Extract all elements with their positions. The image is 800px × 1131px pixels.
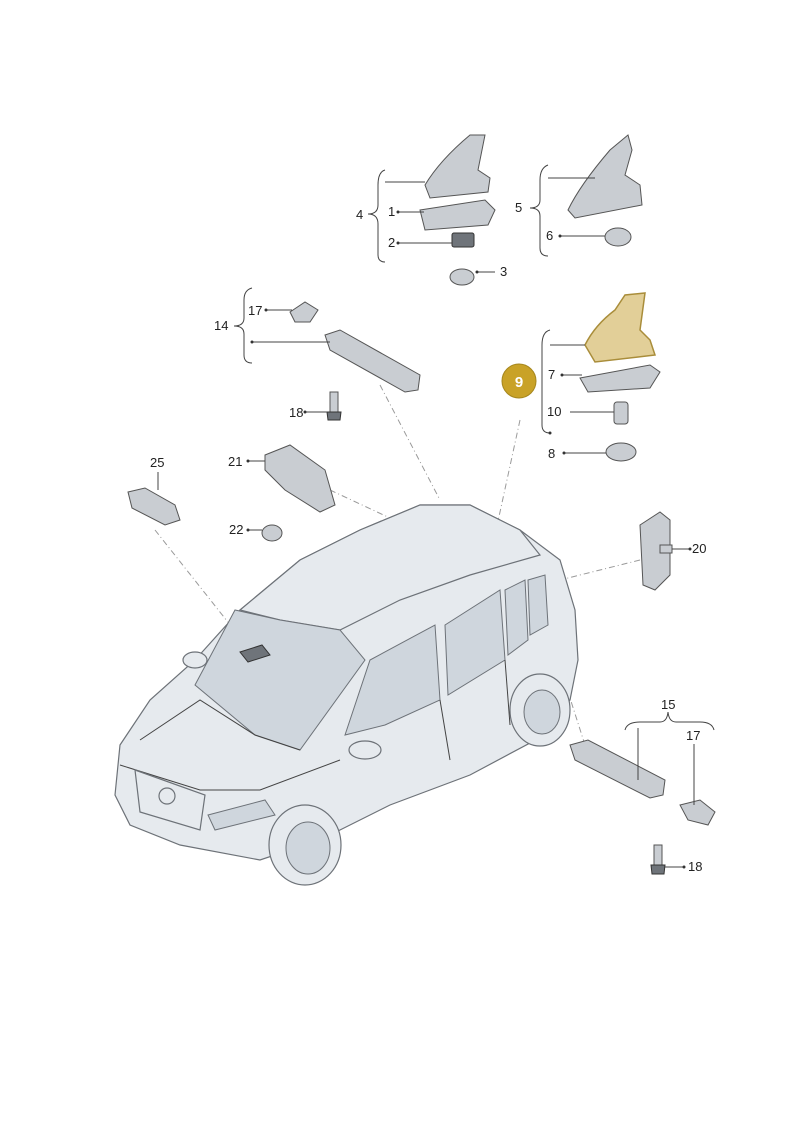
label-7: 7 bbox=[548, 367, 555, 382]
label-8: 8 bbox=[548, 446, 555, 461]
label-21: 21 bbox=[228, 454, 242, 469]
control-unit-21[interactable] bbox=[261, 444, 336, 542]
label-5: 5 bbox=[515, 200, 522, 215]
bracket-15 bbox=[624, 711, 715, 731]
label-6: 6 bbox=[546, 228, 553, 243]
label-17-upper: 17 bbox=[248, 303, 262, 318]
label-1: 1 bbox=[388, 204, 395, 219]
label-2: 2 bbox=[388, 235, 395, 250]
label-25: 25 bbox=[150, 455, 164, 470]
antenna-assembly-4[interactable] bbox=[419, 134, 496, 286]
label-18-lower: 18 bbox=[688, 859, 702, 874]
bracket-9 bbox=[541, 329, 551, 434]
label-17-lower: 17 bbox=[686, 728, 700, 743]
bracket-4 bbox=[367, 169, 386, 263]
amplifier-module-15[interactable] bbox=[569, 739, 716, 875]
callout-label: 9 bbox=[515, 374, 523, 391]
label-18-upper: 18 bbox=[289, 405, 303, 420]
car-illustration bbox=[114, 504, 579, 886]
antenna-assembly-9[interactable] bbox=[579, 292, 661, 462]
callout-badge-9[interactable]: 9 bbox=[501, 363, 537, 399]
label-3: 3 bbox=[500, 264, 507, 279]
antenna-assembly-5[interactable] bbox=[567, 134, 643, 247]
label-10: 10 bbox=[547, 404, 561, 419]
antenna-module-20[interactable] bbox=[639, 511, 673, 591]
label-14: 14 bbox=[214, 318, 228, 333]
label-15: 15 bbox=[661, 697, 675, 712]
label-20: 20 bbox=[692, 541, 706, 556]
bracket-14 bbox=[233, 287, 253, 364]
bracket-5 bbox=[529, 164, 549, 257]
leader-dots bbox=[246, 210, 692, 869]
sensor-module-25[interactable] bbox=[127, 487, 181, 526]
label-22: 22 bbox=[229, 522, 243, 537]
amplifier-module-14[interactable] bbox=[289, 301, 421, 421]
label-4: 4 bbox=[356, 207, 363, 222]
